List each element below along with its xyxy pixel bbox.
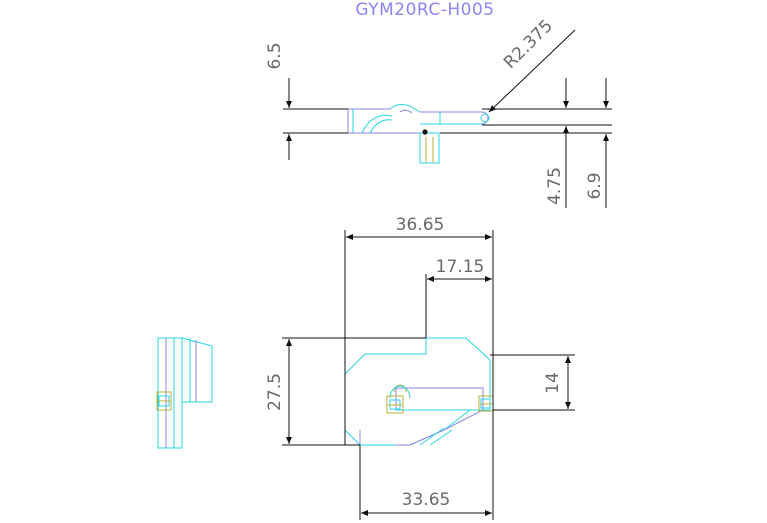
- dimension-label-27-5: 27.5: [265, 373, 285, 411]
- dimension-33-65: 33.65: [359, 410, 494, 520]
- dimension-27-5: 27.5: [265, 337, 426, 446]
- dimension-17-15: 17.15: [425, 257, 492, 338]
- dimension-label-17-15: 17.15: [436, 257, 485, 277]
- dimension-label-33-65: 33.65: [402, 490, 451, 510]
- dimension-label-6-5: 6.5: [265, 42, 285, 69]
- plan-view-outline: [344, 337, 491, 446]
- dimension-6-5: 6.5: [265, 42, 348, 160]
- plan-view: [344, 337, 494, 446]
- dimension-14: 14: [490, 354, 575, 411]
- end-view: [156, 337, 213, 449]
- dimension-label-36-65: 36.65: [396, 215, 445, 235]
- drawing-title: GYM20RC-H005: [355, 0, 494, 20]
- dimension-6-9: 6.9: [440, 78, 612, 208]
- side-view: 6.5 R2.375 4.75 6.9: [265, 16, 612, 208]
- dimension-label-radius: R2.375: [500, 16, 557, 73]
- dimension-label-4-75: 4.75: [545, 167, 565, 205]
- side-view-part: [347, 104, 490, 164]
- dimension-label-6-9: 6.9: [585, 172, 605, 199]
- dimension-label-14: 14: [543, 372, 563, 394]
- dimension-4-75: 4.75: [482, 78, 612, 208]
- dimension-radius: R2.375: [488, 16, 576, 113]
